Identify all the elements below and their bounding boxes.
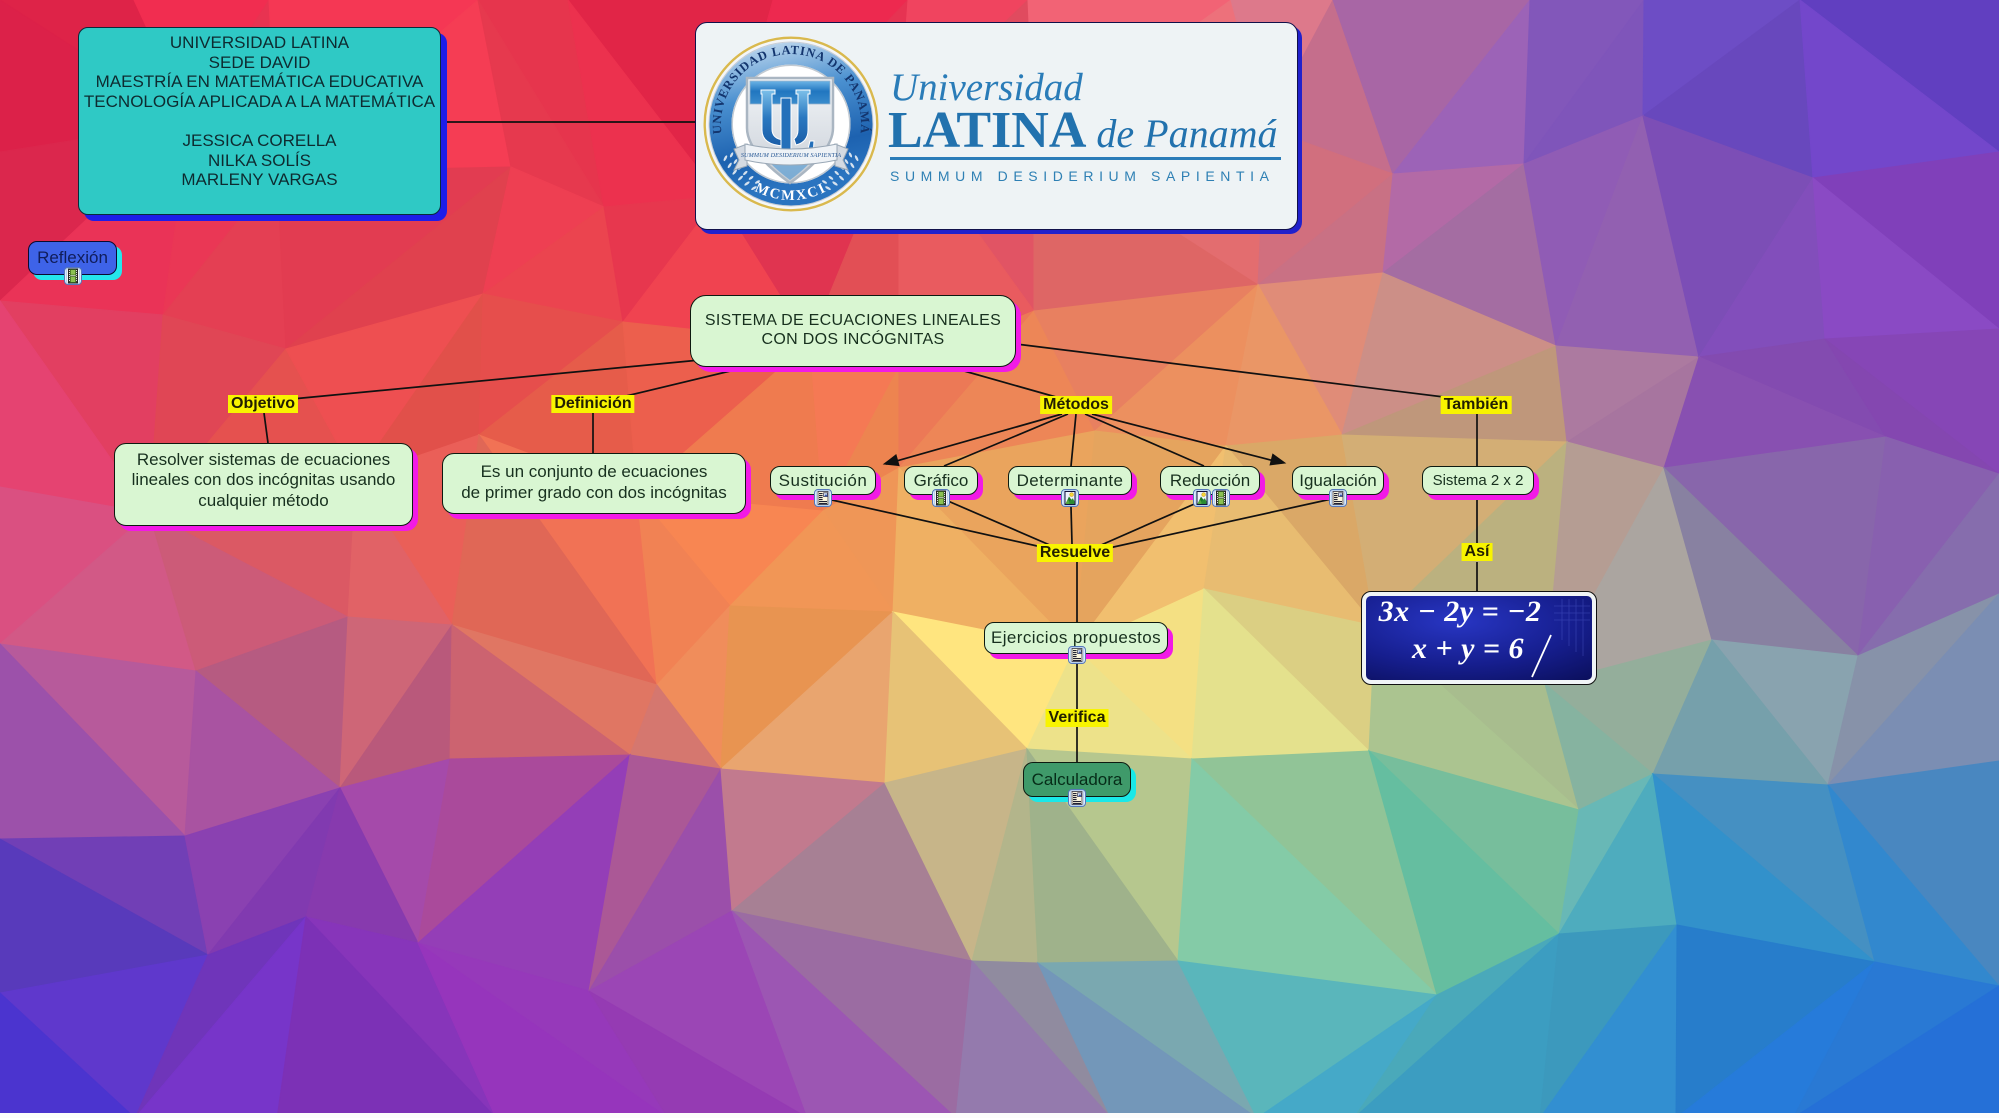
svg-text:SUMMUM DESIDERIUM SAPIENTIA: SUMMUM DESIDERIUM SAPIENTIA: [741, 152, 841, 159]
svg-text:3x − 2y = −2: 3x − 2y = −2: [1378, 596, 1542, 628]
svg-text:x + y = 6: x + y = 6: [1411, 632, 1524, 665]
